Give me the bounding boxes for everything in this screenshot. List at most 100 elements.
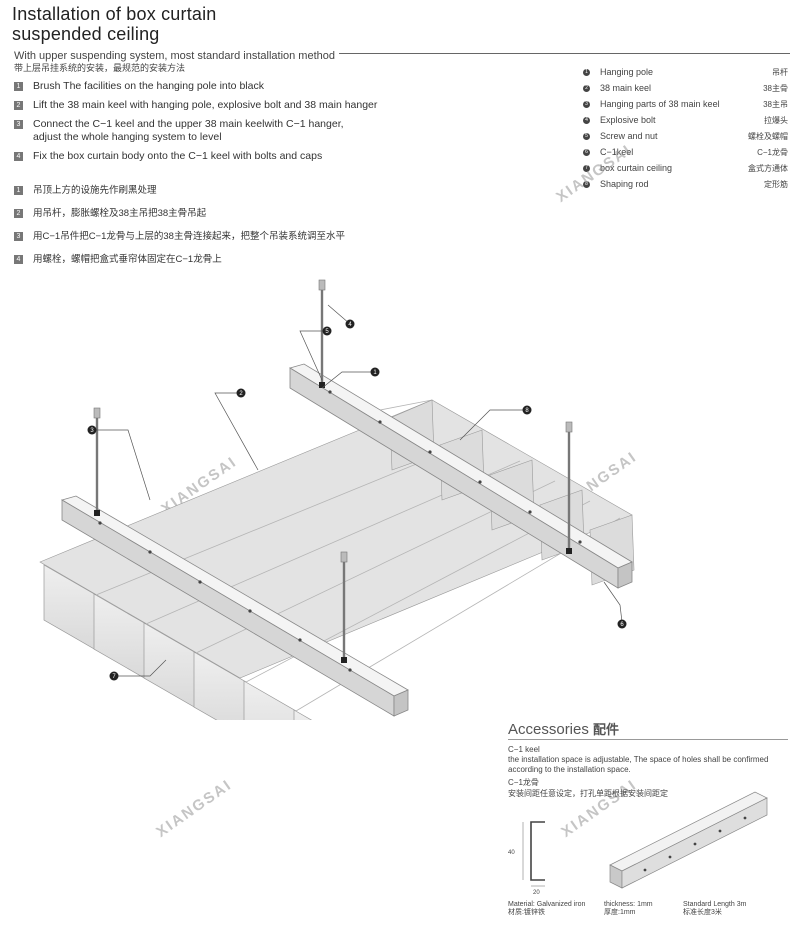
- accessories-title-cn: 配件: [593, 722, 620, 737]
- step-cn-4: 4 用螺栓，螺帽把盒式垂帘体固定在C−1龙骨上: [14, 253, 434, 266]
- step-number-badge: 2: [14, 101, 23, 110]
- step-text: Lift the 38 main keel with hanging pole,…: [33, 99, 378, 111]
- keel-iso: [609, 791, 768, 889]
- callout-8: 8: [522, 405, 532, 415]
- legend-dot: 7: [583, 164, 590, 172]
- accessory-description: the installation space is adjustable, Th…: [508, 755, 769, 764]
- step-text: Fix the box curtain body onto the C−1 ke…: [33, 150, 323, 162]
- step-en-3: 3 Connect the C−1 keel and the upper 38 m…: [14, 118, 434, 144]
- legend-label-cn: 拉爆头: [764, 115, 788, 125]
- step-text: 吊顶上方的设施先作刷黑处理: [33, 185, 157, 196]
- hanging-poles: [95, 288, 571, 660]
- slab: [193, 651, 247, 720]
- legend-item: 5 Screw and nut 螺栓及螺帽: [583, 128, 788, 144]
- pole-caps: [93, 279, 573, 563]
- legend-label: 38 main keel: [600, 83, 652, 93]
- length-en: Standard Length 3m: [683, 901, 747, 908]
- legend-label: C−1keel: [600, 147, 634, 157]
- thickness-cn: 厚度:1mm: [604, 909, 636, 916]
- keel-iso-holes: [643, 816, 747, 872]
- watermark: XIANGSAI: [153, 776, 236, 841]
- step-text: Connect the C−1 keel and the upper 38 ma…: [33, 118, 344, 143]
- svg-text:5: 5: [325, 329, 329, 335]
- dimension-width: 20: [533, 890, 540, 896]
- svg-text:7: 7: [112, 674, 116, 680]
- callout-7: 7: [109, 671, 119, 681]
- legend-label-cn: 38主吊: [763, 99, 788, 109]
- legend-label-cn: 螺栓及螺帽: [748, 131, 788, 141]
- callout-1: 1: [370, 367, 380, 377]
- box-curtain-slabs: [43, 564, 313, 720]
- keel-profile: [530, 821, 545, 881]
- step-cn-2: 2 用吊杆，膨胀螺栓及38主吊把38主骨吊起: [14, 207, 434, 220]
- legend-label: Hanging parts of 38 main keel: [600, 99, 720, 109]
- step-text: 用C−1吊件把C−1龙骨与上层的38主骨连接起来，把整个吊装系统调至水平: [33, 231, 345, 242]
- profile-dimensions: [522, 822, 545, 887]
- legend-dot: 6: [583, 148, 590, 156]
- legend-label-cn: 盒式方通体: [748, 163, 788, 173]
- svg-text:2: 2: [239, 391, 243, 397]
- pole-nuts: [94, 382, 572, 663]
- legend-label: Shaping rod: [600, 179, 649, 189]
- installation-diagram: 1 2 3 4 5 6 7 8: [39, 279, 635, 720]
- leader-lines: [94, 304, 623, 677]
- dimension-height: 40: [508, 850, 515, 856]
- steps-chinese: 1 吊顶上方的设施先作刷黑处理 2 用吊杆，膨胀螺栓及38主吊把38主骨吊起 3 用C…: [14, 184, 434, 276]
- material-en: Material: Galvanized iron: [508, 901, 586, 908]
- step-number-badge: 3: [14, 232, 23, 241]
- step-cn-3: 3 用C−1吊件把C−1龙骨与上层的38主骨连接起来，把整个吊装系统调至水平: [14, 230, 434, 243]
- accessories-title-en: Accessories: [508, 721, 589, 738]
- svg-text:1: 1: [373, 370, 377, 376]
- step-number-badge: 4: [14, 255, 23, 264]
- legend-item: 3 Hanging parts of 38 main keel 38主吊: [583, 96, 788, 112]
- keel-holes: [98, 390, 582, 672]
- accessory-description-cn: 安装间距任意设定，打孔单距根据安装间距定: [508, 789, 668, 798]
- step-en-2: 2 Lift the 38 main keel with hanging pole…: [14, 99, 434, 112]
- subtitle: With upper suspending system, most stand…: [14, 50, 339, 62]
- step-text: 用吊杆，膨胀螺栓及38主吊把38主骨吊起: [33, 208, 207, 219]
- callout-2: 2: [236, 388, 246, 398]
- accessory-description-2: according to the installation space.: [508, 765, 631, 774]
- legend-label: box curtain ceiling: [600, 163, 673, 173]
- step-text: 用螺栓，螺帽把盒式垂帘体固定在C−1龙骨上: [33, 254, 222, 265]
- accessories-divider: [508, 739, 788, 740]
- legend-label-cn: 38主骨: [763, 83, 788, 93]
- legend-item: 4 Explosive bolt 拉爆头: [583, 112, 788, 128]
- c1-keel-back: [289, 363, 633, 589]
- accessories-title: Accessories 配件: [508, 719, 619, 738]
- page-title: Installation of box curtain suspended ce…: [12, 4, 217, 44]
- legend-dot: 3: [583, 100, 590, 108]
- callout-badges: 1 2 3 4 5 6 7 8: [87, 319, 627, 681]
- legend-dot: 4: [583, 116, 590, 124]
- legend-item: 2 38 main keel 38主骨: [583, 80, 788, 96]
- c1-keel-drawing: 40 20: [508, 791, 768, 896]
- legend-dot: 8: [583, 180, 590, 188]
- legend-label: Explosive bolt: [600, 115, 656, 125]
- step-number-badge: 2: [14, 209, 23, 218]
- step-number-badge: 4: [14, 152, 23, 161]
- length-cn: 标准长度3米: [683, 909, 722, 916]
- legend-dot: 5: [583, 132, 590, 140]
- legend-label: Screw and nut: [600, 131, 658, 141]
- step-cn-1: 1 吊顶上方的设施先作刷黑处理: [14, 184, 434, 197]
- thickness-en: thickness: 1mm: [604, 901, 653, 908]
- legend-dot: 1: [583, 68, 590, 76]
- legend-dot: 2: [583, 84, 590, 92]
- callout-6: 6: [617, 619, 627, 629]
- step-text: Brush The facilities on the hanging pole…: [33, 80, 264, 92]
- step-number-badge: 3: [14, 120, 23, 129]
- svg-text:8: 8: [525, 408, 529, 414]
- subtitle-chinese: 带上层吊挂系统的安装，最规范的安装方法: [14, 63, 186, 73]
- step-number-badge: 1: [14, 186, 23, 195]
- svg-text:3: 3: [90, 428, 94, 434]
- accessory-name: C−1 keel: [508, 745, 540, 754]
- slab: [243, 680, 297, 720]
- svg-text:4: 4: [348, 322, 352, 328]
- legend-label-cn: 定形筋: [764, 179, 788, 189]
- callout-4: 4: [345, 319, 355, 329]
- callout-5: 5: [322, 326, 332, 336]
